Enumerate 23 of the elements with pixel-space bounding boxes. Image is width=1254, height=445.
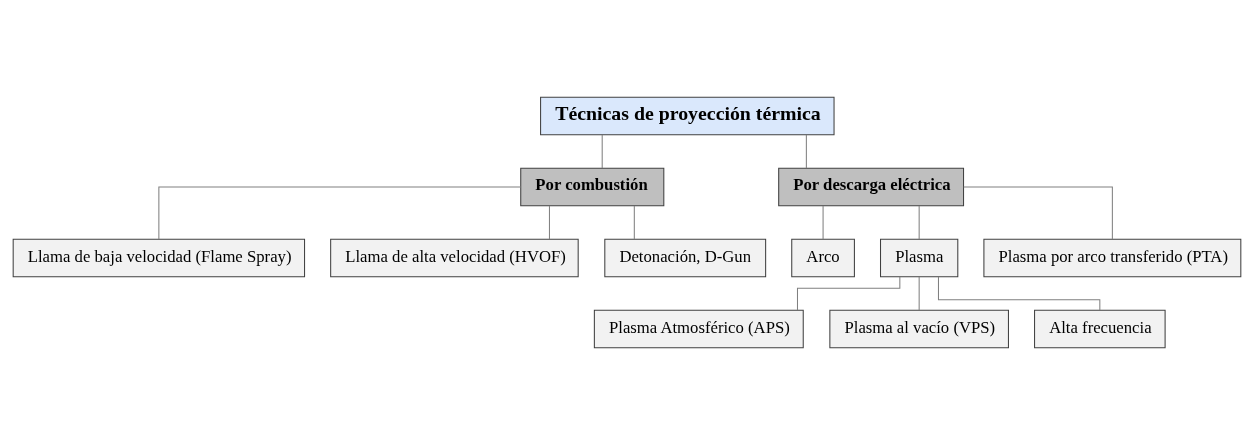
node-box: Por combustión	[520, 167, 665, 207]
node-box: Plasma	[880, 238, 959, 278]
connector	[918, 276, 920, 311]
node-box: Llama de alta velocidad (HVOF)	[330, 238, 579, 278]
connector	[633, 205, 635, 240]
node-box: Arco	[791, 238, 855, 278]
node-box: Detonación, D-Gun	[604, 238, 767, 278]
node-box: Plasma al vacío (VPS)	[829, 309, 1009, 349]
connector	[963, 186, 1113, 240]
connector	[937, 276, 1101, 311]
node-box: Técnicas de proyección térmica	[540, 96, 835, 136]
connector	[158, 186, 522, 240]
connector	[805, 134, 807, 169]
node-box: Por descarga eléctrica	[778, 167, 965, 207]
connector	[918, 205, 920, 240]
connector	[601, 134, 603, 169]
node-box: Llama de baja velocidad (Flame Spray)	[12, 238, 306, 278]
connector	[822, 205, 824, 240]
node-box: Plasma por arco transferido (PTA)	[983, 238, 1242, 278]
node-box: Plasma Atmosférico (APS)	[593, 309, 804, 349]
connector	[796, 276, 901, 311]
connector	[548, 205, 550, 240]
node-box: Alta frecuencia	[1034, 309, 1166, 349]
